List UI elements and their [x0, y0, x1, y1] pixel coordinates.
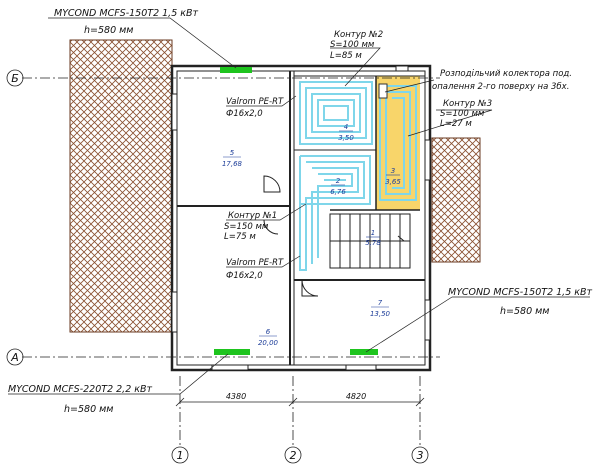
convector-bl-model: MYCOND MCFS-220T2 2,2 кВт — [8, 384, 153, 395]
convector-bl-height: h=580 мм — [64, 404, 113, 415]
room-7-number: 7 — [378, 299, 383, 307]
convector-br-model: MYCOND MCFS-150T2 1,5 кВт — [448, 287, 593, 298]
pipe-upper-size: Ф16х2,0 — [226, 109, 263, 119]
convector-top — [220, 67, 252, 73]
axis-label-a: А — [10, 351, 19, 364]
convector-bottom-left — [214, 349, 250, 355]
convector-br-height: h=580 мм — [500, 306, 549, 317]
axis-label-3: 3 — [417, 449, 424, 462]
dimension-right: 4820 — [346, 392, 366, 401]
manifold-note-line2: опалення 2-го поверху на 3бх. — [432, 82, 569, 92]
staircase — [329, 213, 411, 269]
pipe-lower-size: Ф16х2,0 — [226, 271, 263, 281]
convector-bottom-right — [350, 349, 378, 355]
circuit-2-name: Контур №2 — [334, 30, 383, 40]
convector-top-height: h=580 мм — [84, 25, 133, 36]
grid-axes — [6, 69, 440, 464]
dimension-left: 4380 — [226, 392, 246, 401]
heating-pipes — [299, 81, 417, 271]
right-hatched-area — [431, 137, 481, 263]
circuit-3-name: Контур №3 — [443, 99, 492, 109]
building-walls — [170, 64, 432, 372]
manifold — [378, 83, 388, 99]
windows — [171, 65, 431, 371]
circuit-3-length: L=27 м — [440, 119, 472, 129]
circuit-2-step: S=100 мм — [330, 40, 375, 50]
room-6-area: 20,00 — [258, 339, 279, 347]
doors — [263, 175, 319, 297]
room-4-area: 3,50 — [338, 134, 354, 142]
axis-label-b: Б — [11, 72, 19, 85]
room-4-number: 4 — [344, 123, 348, 131]
circuit-2-length: L=85 м — [330, 51, 362, 61]
axis-label-2: 2 — [290, 449, 297, 462]
pipe-upper-brand: Valrom PE-RT — [226, 97, 284, 107]
room-2-area: 6,76 — [330, 188, 346, 196]
room-7-area: 13,50 — [370, 310, 391, 318]
room-5-area: 17,68 — [222, 160, 243, 168]
room-2-number: 2 — [336, 177, 341, 185]
circuit-1-step: S=150 мм — [224, 222, 269, 232]
circuit-1-name: Контур №1 — [228, 211, 277, 221]
room-number-underlines — [223, 130, 400, 337]
room-3-number: 3 — [391, 167, 395, 175]
room-1-area: 5,78 — [365, 239, 381, 247]
axis-label-1: 1 — [177, 449, 184, 462]
pipe-lower-brand: Valrom PE-RT — [226, 258, 284, 268]
convector-top-model: MYCOND MCFS-150T2 1,5 кВт — [54, 8, 199, 19]
room-5-number: 5 — [230, 149, 235, 157]
room-1-number: 1 — [371, 229, 375, 237]
room-3-area: 3,65 — [385, 178, 401, 186]
circuit-3-step: S=100 мм — [440, 109, 485, 119]
circuit-1-length: L=75 м — [224, 232, 256, 242]
room-6-number: 6 — [266, 328, 271, 336]
left-hatched-area — [69, 39, 173, 333]
manifold-note-line1: Розподільчий колектора под. — [440, 69, 572, 79]
leader-lines — [8, 17, 590, 395]
